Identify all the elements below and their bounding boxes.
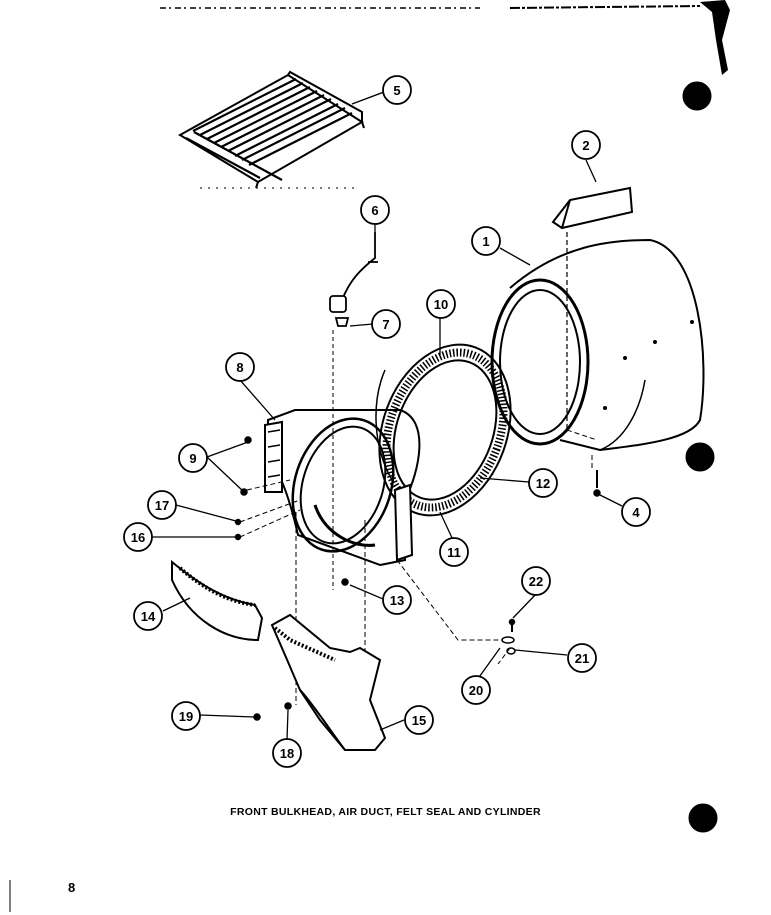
part-thermostat-wire (329, 232, 378, 590)
part-bulkhead (264, 409, 421, 567)
callout-9: 9 (178, 443, 208, 473)
diagram-caption: FRONT BULKHEAD, AIR DUCT, FELT SEAL AND … (230, 806, 541, 818)
part-baffle (551, 186, 634, 230)
callout-13: 13 (382, 585, 412, 615)
svg-text:20: 20 (469, 683, 483, 698)
svg-text:9: 9 (189, 451, 196, 466)
scan-edge-artifacts (9, 0, 730, 912)
svg-text:21: 21 (575, 651, 589, 666)
callout-22: 22 (521, 566, 551, 596)
callout-7: 7 (371, 309, 401, 339)
callout-2: 2 (571, 130, 601, 160)
callout-5: 5 (382, 75, 412, 105)
svg-text:10: 10 (434, 297, 448, 312)
callout-11: 11 (439, 537, 469, 567)
callouts: 5 2 1 6 7 10 8 9 17 16 12 11 4 13 14 22 … (123, 75, 651, 768)
callout-15: 16 (123, 522, 153, 552)
part-cylinder (490, 232, 705, 452)
callout-1: 1 (471, 226, 501, 256)
svg-text:14: 14 (141, 609, 156, 624)
callout-21: 21 (567, 643, 597, 673)
svg-text:17: 17 (155, 498, 169, 513)
callout-17: 15 (404, 705, 434, 735)
part-air-duct (270, 613, 387, 751)
callout-19: 19 (171, 701, 201, 731)
svg-text:19: 19 (179, 709, 193, 724)
leader-lines (152, 91, 623, 741)
svg-text:5: 5 (393, 83, 400, 98)
callout-14: 14 (133, 601, 163, 631)
svg-text:18: 18 (280, 746, 294, 761)
svg-text:1: 1 (482, 234, 489, 249)
svg-text:6: 6 (371, 203, 378, 218)
callout-20: 20 (461, 675, 491, 705)
part-lower-trim (171, 559, 264, 642)
part-felt-seal (375, 343, 512, 517)
svg-text:15: 15 (412, 713, 426, 728)
svg-text:2: 2 (582, 138, 589, 153)
svg-text:11: 11 (447, 545, 461, 560)
page-number: 8 (68, 880, 76, 895)
svg-text:8: 8 (236, 360, 243, 375)
svg-text:22: 22 (529, 574, 543, 589)
callout-12: 12 (528, 468, 558, 498)
callout-18: 18 (272, 738, 302, 768)
svg-text:12: 12 (536, 476, 550, 491)
callout-10: 10 (426, 289, 456, 319)
svg-text:7: 7 (382, 317, 389, 332)
svg-text:4: 4 (632, 505, 640, 520)
callout-4: 4 (621, 497, 651, 527)
svg-text:16: 16 (131, 530, 145, 545)
part-rack (178, 70, 365, 189)
callout-8: 8 (225, 352, 255, 382)
svg-text:13: 13 (390, 593, 404, 608)
callout-16: 17 (147, 490, 177, 520)
callout-6: 6 (360, 195, 390, 225)
